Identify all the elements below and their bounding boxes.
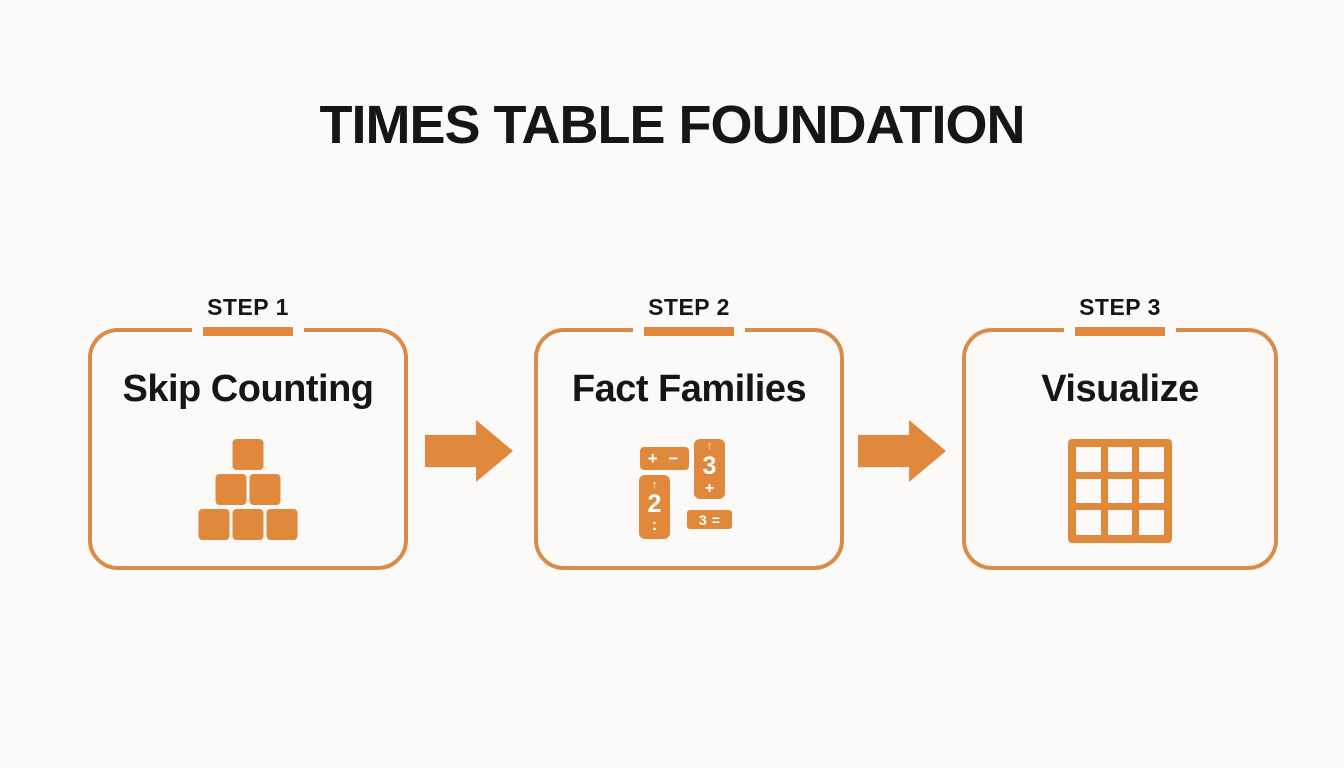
plus-minus-card: + − (640, 447, 689, 470)
block-square (266, 509, 298, 540)
number-three-glyph: 3 (699, 511, 707, 528)
grid-3x3 (1068, 439, 1172, 543)
step-2-box: STEP 2 Fact Families + − ↑ 3 + ↑ 2 : 3 = (534, 294, 844, 570)
grid-cell (1076, 510, 1101, 535)
fact-family-cards-icon: + − ↑ 3 + ↑ 2 : 3 = (639, 439, 739, 543)
plus-glyph: + (704, 480, 715, 497)
block-square (249, 474, 281, 505)
grid-cell (1107, 510, 1133, 535)
grid-cell (1076, 478, 1101, 504)
step-3-box: STEP 3 Visualize (962, 294, 1278, 570)
arrow-up-glyph: ↑ (651, 479, 658, 491)
step-1-tab-bar (192, 327, 304, 336)
step-3-label: STEP 3 (1079, 294, 1161, 320)
arrow-up-glyph: ↑ (706, 440, 713, 452)
grid-cell (1107, 478, 1133, 504)
step-3-heading: Visualize (1041, 368, 1199, 410)
step-2-label: STEP 2 (648, 294, 730, 320)
block-square (232, 439, 264, 470)
grid-cell (1139, 478, 1164, 504)
grid-cell (1139, 447, 1164, 472)
equals-glyph: = (711, 511, 720, 528)
block-square (232, 509, 264, 540)
multiplication-grid-icon (1068, 439, 1172, 543)
grid-cell (1139, 510, 1164, 535)
step-1-heading: Skip Counting (122, 368, 374, 410)
two-card: ↑ 2 : (639, 475, 670, 539)
blocks-pyramid (198, 439, 298, 540)
grid-cell (1107, 447, 1133, 472)
fact-family-cards: + − ↑ 3 + ↑ 2 : 3 = (639, 439, 739, 543)
number-two-glyph: 2 (647, 490, 662, 518)
step-1-box: STEP 1 Skip Counting (88, 294, 408, 570)
step-2-heading: Fact Families (571, 368, 807, 410)
colon-glyph: : (651, 517, 658, 534)
three-card: ↑ 3 + (694, 439, 725, 499)
number-three-glyph: 3 (702, 452, 717, 480)
grid-cell (1076, 447, 1101, 472)
right-arrow-icon (425, 420, 513, 482)
block-square (198, 509, 230, 540)
three-equals-card: 3 = (687, 510, 732, 529)
page-title: TIMES TABLE FOUNDATION (319, 95, 1026, 155)
right-arrow-icon (858, 420, 946, 482)
block-square (215, 474, 247, 505)
step-2-tab-bar (633, 327, 745, 336)
blocks-pyramid-icon (198, 439, 298, 540)
step-3-tab-bar (1064, 327, 1176, 336)
step-1-label: STEP 1 (207, 294, 289, 320)
